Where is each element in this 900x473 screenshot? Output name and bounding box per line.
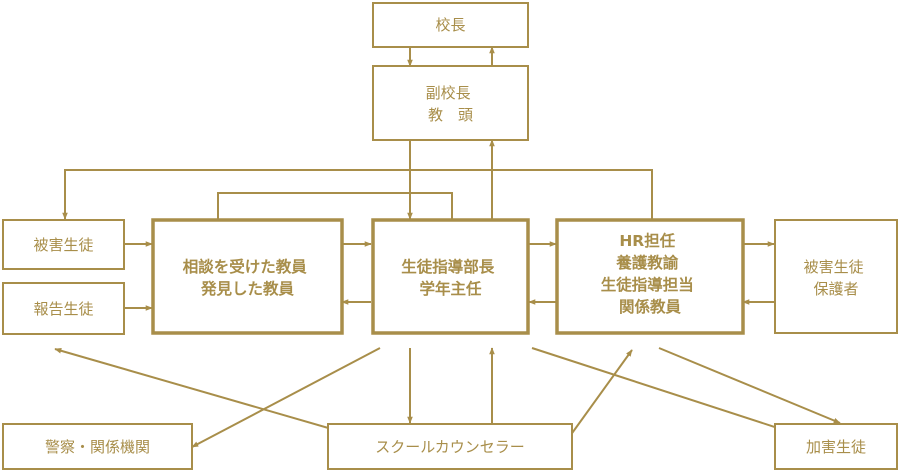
arrow-hr-to-victim-student [62,169,653,220]
node-counselor: スクールカウンセラー [327,423,573,470]
node-victim-student: 被害生徒 [2,219,125,270]
node-principal-box [372,2,529,48]
node-counselor-box [327,423,573,470]
node-victim-guardian-label: 被害生徒 保護者 [804,258,869,298]
node-victim-student-box [2,219,125,270]
node-principal-label: 校長 [435,16,465,34]
node-discipline-head-box [371,218,530,335]
node-hr-staff-box [555,218,745,335]
node-discipline-head-label: 生徒指導部長 学年主任 [401,257,499,298]
node-consulted-teacher: 相談を受けた教員 発見した教員 [151,218,344,335]
node-hr-staff-label: HR担任 養護教諭 生徒指導担当 関係教員 [601,231,699,316]
node-consulted-teacher-label: 相談を受けた教員 発見した教員 [183,257,312,298]
node-hr-staff: HR担任 養護教諭 生徒指導担当 関係教員 [555,218,745,335]
node-victim-guardian: 被害生徒 保護者 [774,219,898,334]
node-vice-principal-box [372,65,529,141]
node-reporting-student-box [2,282,125,335]
node-consulted-teacher-box [151,218,344,335]
node-victim-student-label: 被害生徒 [33,236,93,254]
connectors [54,46,841,448]
arrow-discipline-to-police [191,347,381,448]
node-reporting-student: 報告生徒 [2,282,125,335]
node-reporting-student-label: 報告生徒 [33,300,93,318]
node-counselor-label: スクールカウンセラー [375,438,525,456]
node-police-label: 警察・関係機関 [45,438,150,456]
arrow-counselor-to-hr [569,349,633,437]
node-police: 警察・関係機関 [2,423,193,470]
arrow-counselor-to-victim-side [54,348,357,437]
node-victim-guardian-box [774,219,898,334]
node-police-box [2,423,193,470]
bracket-consulted-to-discipline [217,192,453,219]
node-vice-principal-label: 副校長 教 頭 [426,84,476,124]
arrow-discipline-to-perpetrator [531,347,791,433]
arrow-hr-to-perpetrator [658,347,841,424]
node-vice-principal: 副校長 教 頭 [372,65,529,141]
node-discipline-head: 生徒指導部長 学年主任 [371,218,530,335]
node-perpetrator-box [774,423,898,470]
node-principal: 校長 [372,2,529,48]
node-perpetrator: 加害生徒 [774,423,898,470]
node-perpetrator-label: 加害生徒 [806,438,866,456]
